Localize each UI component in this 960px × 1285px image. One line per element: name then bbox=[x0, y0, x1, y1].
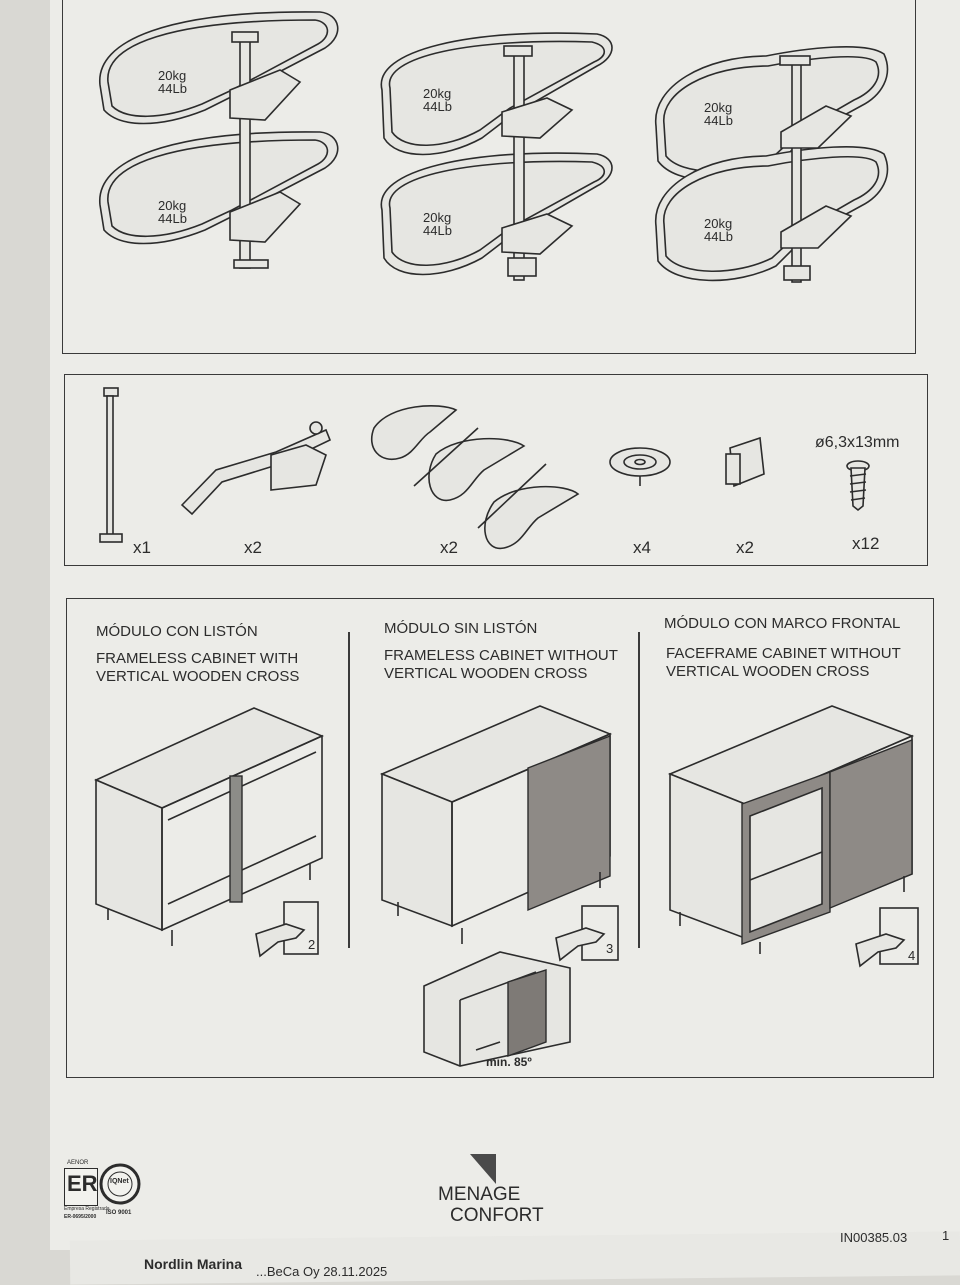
underlying-date: ...BeCa Oy 28.11.2025 bbox=[256, 1264, 388, 1279]
cabinet-1-step-number: 2 bbox=[308, 937, 316, 952]
document-code: IN00385.03 bbox=[840, 1230, 908, 1245]
page-number-fragment: 1 bbox=[942, 1228, 950, 1243]
cabinet-3-title-es: MÓDULO CON MARCO FRONTAL bbox=[664, 615, 901, 632]
screw-spec-label: ø6,3x13mm bbox=[815, 434, 900, 451]
cabinet-1-title-en-1: FRAMELESS CABINET WITH bbox=[96, 650, 299, 667]
basket-illustration-1 bbox=[99, 11, 339, 269]
weight-label-basket-2-bottom-lb: 44Lb bbox=[423, 223, 452, 238]
cabinet-3-title-en-1: FACEFRAME CABINET WITHOUT bbox=[666, 645, 901, 662]
cabinet-3-step-number: 4 bbox=[908, 948, 916, 963]
swing-arm-part-icon bbox=[180, 421, 332, 516]
column-divider-1 bbox=[348, 632, 350, 948]
er-code: ER-0695/2000 bbox=[64, 1214, 97, 1220]
weight-label-basket-3-bottom: 20kg bbox=[704, 216, 733, 231]
cabinet-types-panel bbox=[66, 598, 934, 1078]
weight-label-basket-1-top-lb: 44Lb bbox=[158, 81, 187, 96]
shelves-part-icon bbox=[371, 405, 580, 549]
cabinet-2-title-en-2: VERTICAL WOODEN CROSS bbox=[384, 665, 588, 682]
disc-quantity: x4 bbox=[633, 538, 651, 557]
cabinet-2-illustration bbox=[379, 705, 613, 944]
swing-arm-quantity: x2 bbox=[244, 538, 262, 557]
menage-confort-logo-mark bbox=[470, 1154, 496, 1184]
pole-part-icon bbox=[99, 387, 123, 543]
cabinet-1-hand-icon bbox=[255, 901, 319, 958]
weight-label-basket-2-bottom: 20kg bbox=[423, 210, 452, 225]
corner-cabinet-top-view bbox=[423, 951, 571, 1067]
weight-label-basket-2-top-lb: 44Lb bbox=[423, 99, 452, 114]
cabinet-3-title-en-2: VERTICAL WOODEN CROSS bbox=[666, 663, 870, 680]
basket-illustration-2 bbox=[380, 32, 613, 281]
aenor-er-logo: ER bbox=[64, 1168, 98, 1206]
iqnet-seal bbox=[99, 1163, 141, 1205]
cabinet-1-title-es: MÓDULO CON LISTÓN bbox=[96, 623, 258, 640]
cabinet-2-title-es: MÓDULO SIN LISTÓN bbox=[384, 620, 538, 637]
weight-label-basket-1-top: 20kg bbox=[158, 68, 187, 83]
cabinet-1-illustration bbox=[94, 707, 325, 946]
weight-label-basket-3-top-lb: 44Lb bbox=[704, 113, 733, 128]
cabinet-3-hand-icon bbox=[855, 907, 919, 968]
er-mark: ER bbox=[67, 1171, 98, 1196]
cabinet-3-illustration bbox=[667, 705, 915, 954]
disc-part-icon bbox=[609, 447, 671, 486]
iqnet-label: IQNet bbox=[110, 1178, 129, 1185]
screw-part-icon bbox=[846, 460, 870, 512]
clip-quantity: x2 bbox=[736, 538, 754, 557]
pole-quantity: x1 bbox=[133, 538, 151, 557]
cabinet-2-hand-icon bbox=[555, 905, 619, 962]
screw-quantity: x12 bbox=[852, 534, 880, 553]
weight-label-basket-2-top: 20kg bbox=[423, 86, 452, 101]
aenor-label: AENOR bbox=[67, 1160, 89, 1166]
clip-part-icon bbox=[725, 436, 765, 488]
underlying-name: Nordlin Marina bbox=[144, 1256, 243, 1272]
cabinet-2-step-number: 3 bbox=[606, 941, 614, 956]
brand-line-1: MENAGE bbox=[438, 1184, 521, 1205]
parts-list-panel bbox=[64, 374, 928, 566]
door-angle-label: min. 85º bbox=[486, 1055, 532, 1069]
weight-label-basket-1-bottom: 20kg bbox=[158, 198, 187, 213]
shelves-quantity: x2 bbox=[440, 538, 458, 557]
basket-configurations-panel bbox=[62, 0, 916, 354]
basket-illustration-3 bbox=[655, 45, 889, 283]
cabinet-2-title-en-1: FRAMELESS CABINET WITHOUT bbox=[384, 647, 618, 664]
iso-label: ISO 9001 bbox=[106, 1210, 132, 1216]
weight-label-basket-3-top: 20kg bbox=[704, 100, 733, 115]
registro-label: Empresa Registrada bbox=[64, 1206, 110, 1212]
weight-label-basket-3-bottom-lb: 44Lb bbox=[704, 229, 733, 244]
cabinet-1-title-en-2: VERTICAL WOODEN CROSS bbox=[96, 668, 300, 685]
weight-label-basket-1-bottom-lb: 44Lb bbox=[158, 211, 187, 226]
brand-line-2: CONFORT bbox=[450, 1205, 544, 1226]
column-divider-2 bbox=[638, 632, 640, 948]
